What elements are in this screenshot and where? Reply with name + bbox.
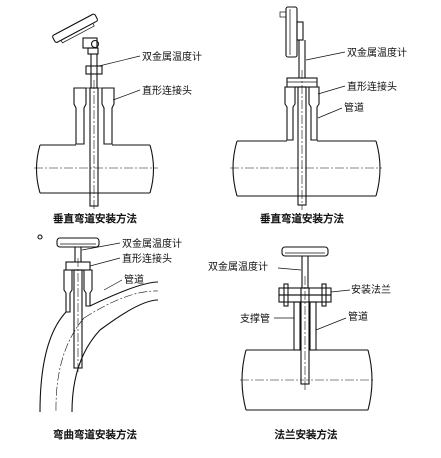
label-support: 支撑管 <box>240 312 270 325</box>
swivel-joint <box>82 37 100 55</box>
caption: 法兰安装方法 <box>275 428 338 441</box>
label-thermometer: 双金属温度计 <box>347 46 407 59</box>
panel-elbow-install: 双金属温度计 直形连接头 管道 弯曲弯道安装方法 <box>37 234 182 441</box>
dial-head <box>281 246 329 257</box>
straight-connector <box>284 86 320 141</box>
pipe-section <box>230 140 382 197</box>
label-thermometer: 双金属温度计 <box>208 260 268 273</box>
label-pipe: 管道 <box>124 273 144 286</box>
label-thermometer: 双金属温度计 <box>122 237 182 250</box>
label-connector: 直形连接头 <box>347 80 397 93</box>
support-tube <box>293 301 317 351</box>
label-connector: 直形连接头 <box>122 252 172 265</box>
label-thermometer: 双金属温度计 <box>142 50 202 63</box>
caption: 弯曲弯道安装方法 <box>53 428 137 441</box>
label-pipe: 管道 <box>348 310 368 323</box>
pipe-section <box>34 144 158 194</box>
panel-vertical-install-2: 双金属温度计 直形连接头 管道 垂直弯道安装方法 <box>230 6 407 225</box>
caption: 垂直弯道安装方法 <box>260 212 344 225</box>
label-connector: 直形连接头 <box>142 84 192 97</box>
pipe-section <box>240 349 374 411</box>
tilted-dial-head <box>52 13 98 44</box>
caption: 垂直弯道安装方法 <box>53 212 137 225</box>
elbow-pipe <box>39 281 159 413</box>
dial-head <box>37 234 100 248</box>
panel-vertical-install-1: 双金属温度计 直形连接头 垂直弯道安装方法 <box>34 13 202 225</box>
label-pipe: 管道 <box>344 101 364 114</box>
label-flange: 安装法兰 <box>351 283 391 296</box>
dial-head <box>279 6 304 58</box>
panel-flange-install: 双金属温度计 安装法兰 支撑管 管道 法兰安装方法 <box>208 246 391 441</box>
